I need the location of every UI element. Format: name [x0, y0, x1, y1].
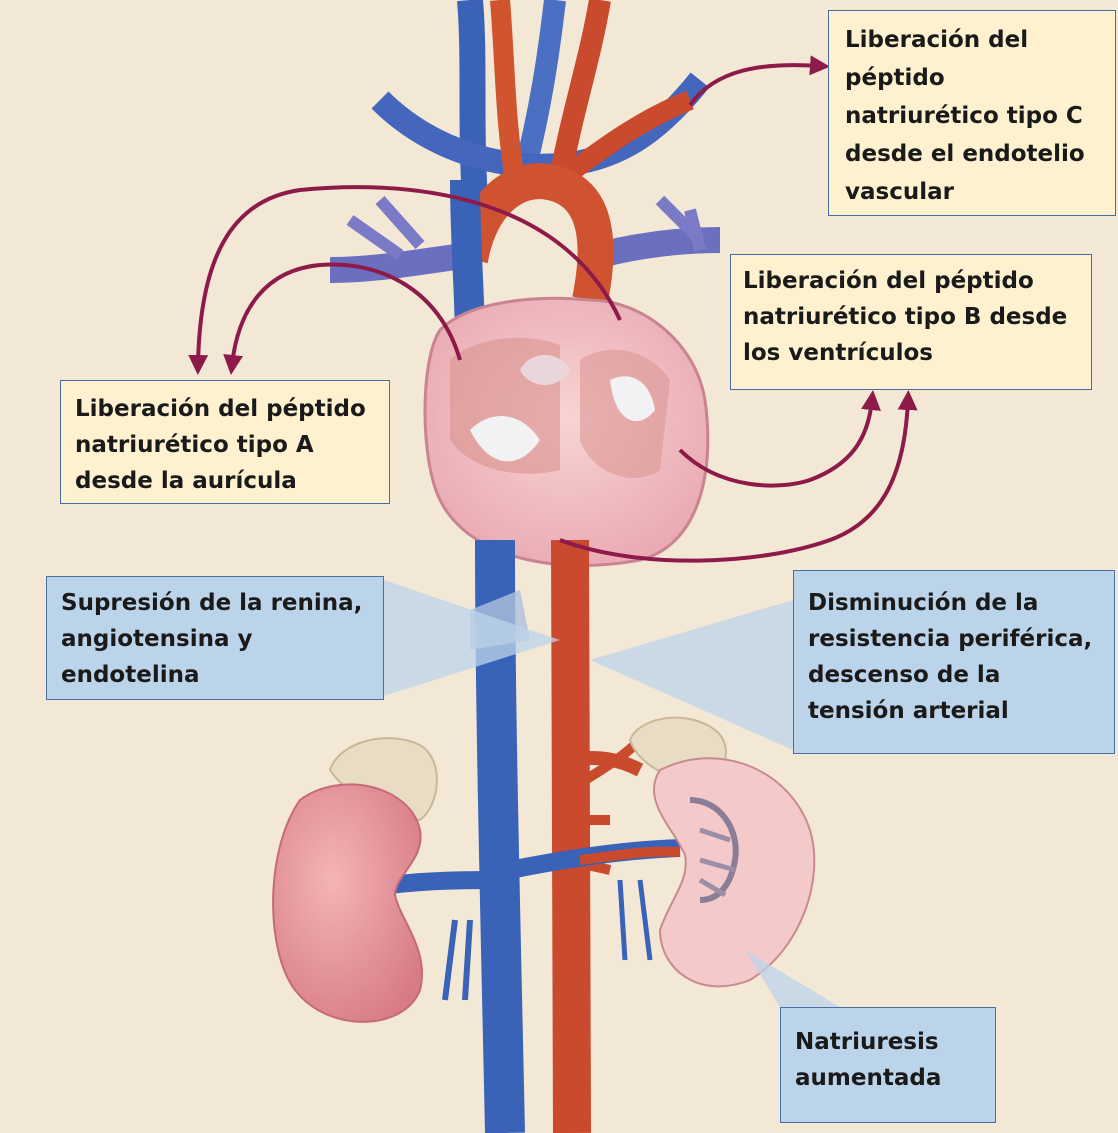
- callout-suppression: Supresión de la renina, angiotensina y e…: [46, 576, 384, 700]
- callout-peptide-b: Liberación del péptido natriurético tipo…: [730, 254, 1092, 390]
- heart: [425, 298, 708, 565]
- callout-resistance: Disminución de la resistencia periférica…: [793, 570, 1115, 754]
- callout-natriuresis: Natriuresis aumentada: [780, 1007, 996, 1123]
- callout-peptide-a: Liberación del péptido natriurético tipo…: [60, 380, 390, 504]
- callout-peptide-c: Liberación del péptido natriurético tipo…: [828, 10, 1116, 216]
